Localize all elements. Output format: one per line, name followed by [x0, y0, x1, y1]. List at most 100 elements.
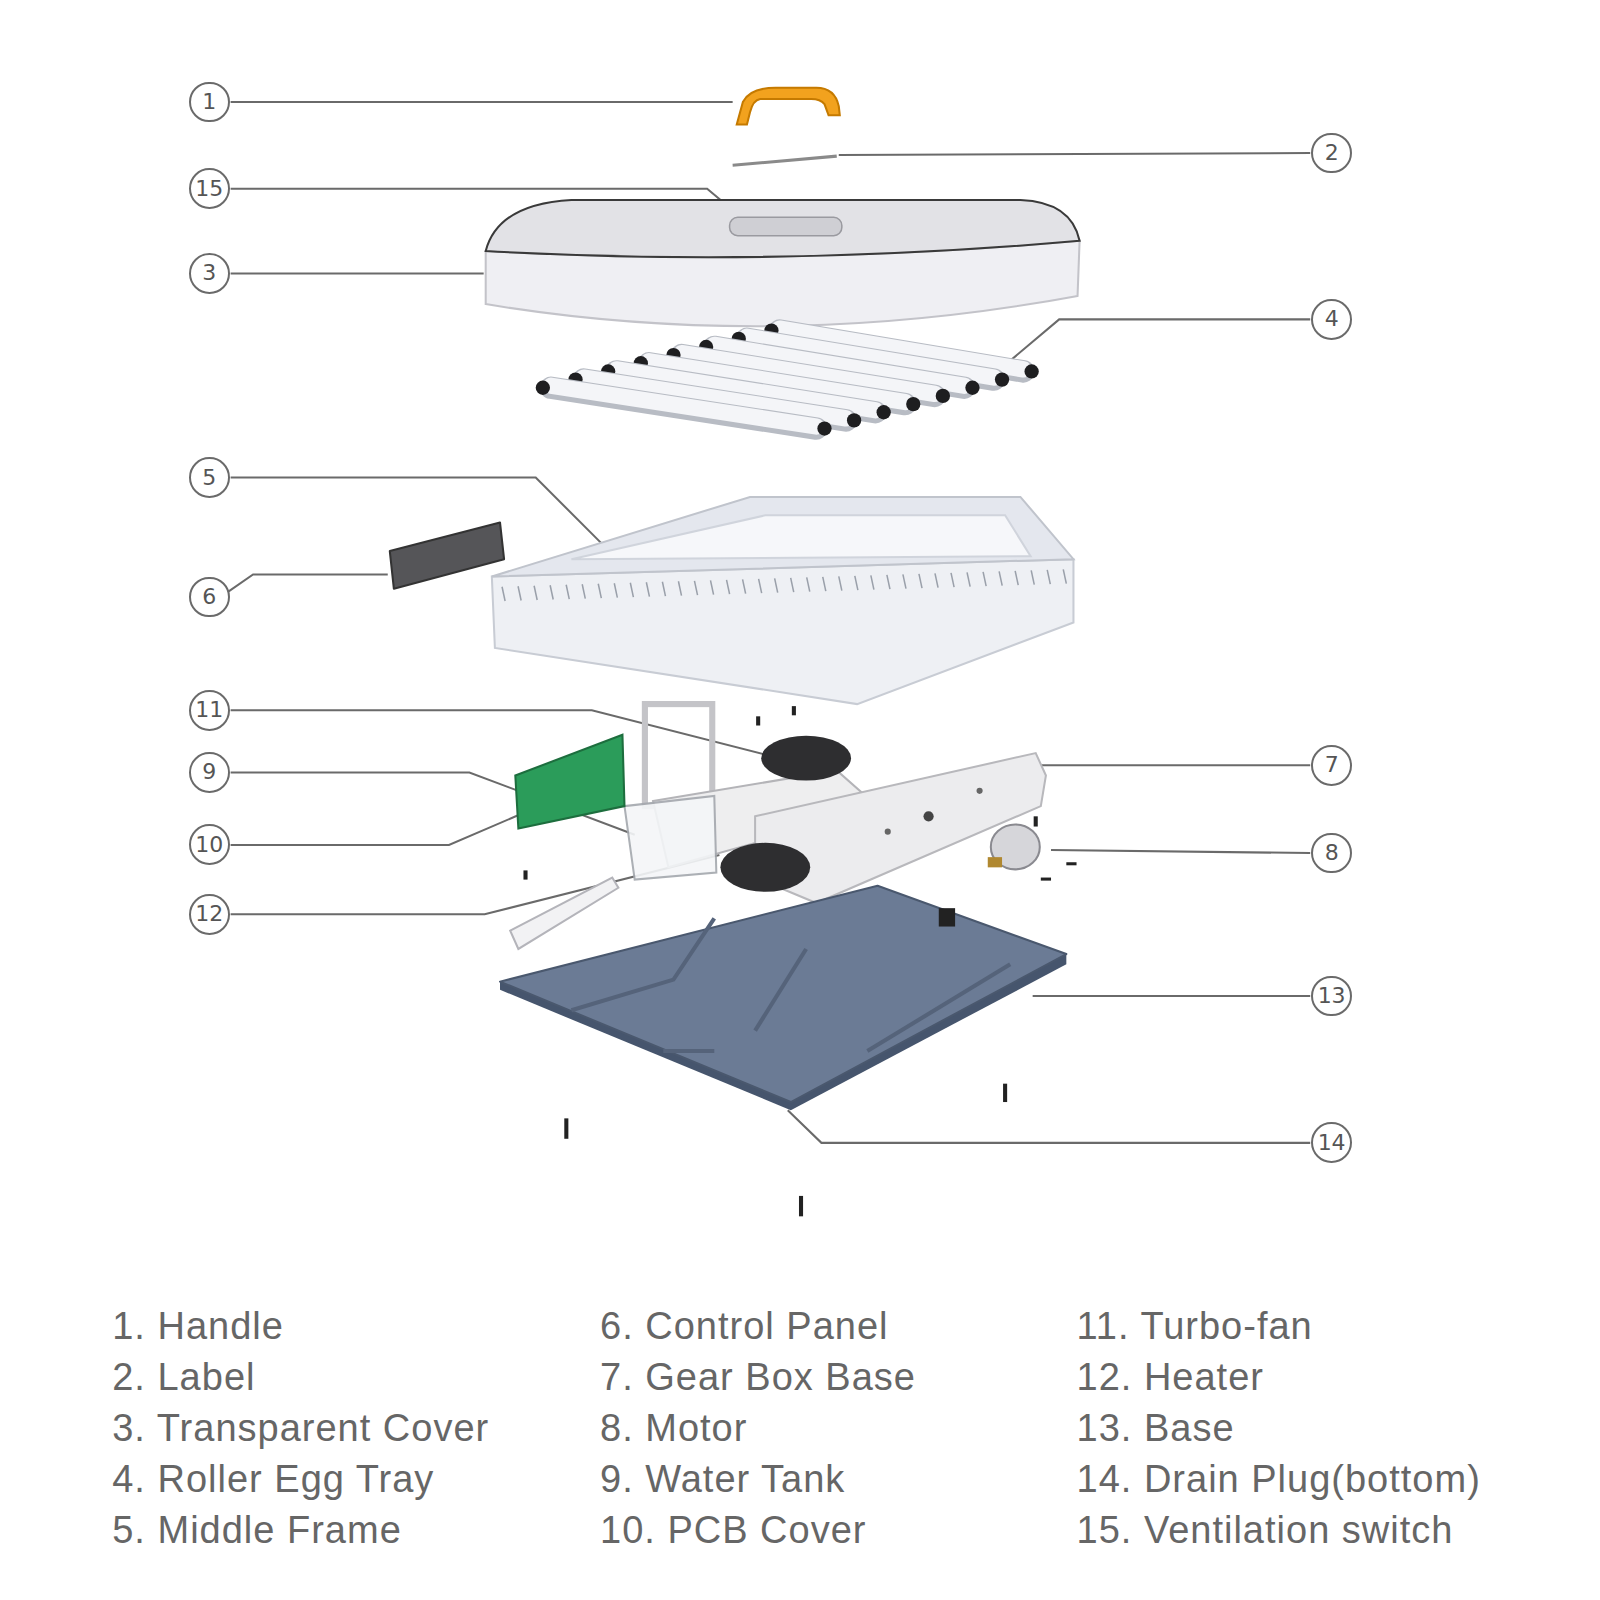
screws [523, 706, 1076, 1216]
roller-cap [965, 381, 979, 395]
part-name: 9. Water Tank [600, 1458, 845, 1502]
vent-slot [662, 582, 665, 596]
vent-slot [775, 578, 778, 592]
vent-slot [919, 574, 922, 588]
callout-number: 9 [202, 761, 216, 783]
roller-cap [936, 389, 950, 403]
vent-slot [791, 578, 794, 592]
part-name: 13. Base [1077, 1407, 1235, 1451]
callout-number: 11 [195, 699, 223, 721]
vent-slot [855, 576, 858, 590]
roller-body [551, 386, 816, 427]
vent-slot [1015, 571, 1018, 585]
callout-circle: 11 [189, 690, 230, 731]
vent-slot [1063, 569, 1066, 583]
vent-slot [903, 574, 906, 588]
roller-cap [995, 372, 1009, 386]
callout-number: 7 [1325, 754, 1339, 776]
vent-slot [743, 579, 746, 593]
callout-circle: 1 [189, 82, 230, 123]
vent-slot [582, 584, 585, 598]
control-panel [390, 522, 504, 588]
vent-slot [759, 579, 762, 593]
vent-slot [1047, 570, 1050, 584]
vent-slot [951, 573, 954, 587]
callout-number: 14 [1318, 1132, 1346, 1154]
callout-circle: 12 [189, 894, 230, 935]
handle [737, 88, 840, 125]
callout-circle: 15 [189, 168, 230, 209]
callout-circle: 8 [1311, 833, 1352, 874]
vent-slot [999, 571, 1002, 585]
callout-circle: 3 [189, 253, 230, 294]
callout-circle: 2 [1311, 133, 1352, 174]
vent-slot [598, 584, 601, 598]
callout-number: 3 [202, 262, 216, 284]
part-name: 14. Drain Plug(bottom) [1077, 1458, 1481, 1502]
leader-line [1033, 995, 1311, 997]
vent-slot [550, 585, 553, 599]
part-name: 6. Control Panel [600, 1305, 889, 1349]
leader-line [839, 153, 1310, 155]
callout-number: 12 [195, 903, 223, 925]
callout-circle: 14 [1311, 1122, 1352, 1163]
vent-slot [630, 583, 633, 597]
vent-slot [710, 580, 713, 594]
part-name: 12. Heater [1077, 1356, 1264, 1400]
vent-slot [502, 587, 505, 601]
part-name: 8. Motor [600, 1407, 747, 1451]
base [500, 886, 1066, 1110]
part-name: 4. Roller Egg Tray [112, 1458, 434, 1502]
roller-egg-tray [536, 323, 1039, 435]
leader-line [231, 272, 484, 274]
callout-circle: 7 [1311, 745, 1352, 786]
transparent-cover [486, 200, 1080, 326]
part-name: 7. Gear Box Base [600, 1356, 916, 1400]
callout-number: 4 [1325, 308, 1339, 330]
vent-slot [823, 577, 826, 591]
vent-slot [727, 580, 730, 594]
callout-number: 5 [202, 467, 216, 489]
leader-line [1051, 850, 1310, 853]
middle-frame [492, 497, 1074, 704]
callout-circle: 13 [1311, 976, 1352, 1017]
vent-slot [935, 573, 938, 587]
leader-line [231, 101, 733, 103]
callout-circle: 5 [189, 457, 230, 498]
callout-number: 6 [202, 586, 216, 608]
vent-slot [694, 581, 697, 595]
vent-slot [1031, 570, 1034, 584]
vent-slot [566, 585, 569, 599]
callout-number: 10 [195, 834, 223, 856]
vent-slot [614, 583, 617, 597]
leader-line [988, 319, 1310, 379]
leader-line [231, 814, 521, 845]
callout-circle: 6 [189, 577, 230, 618]
roller-cap [1024, 364, 1038, 378]
vent-slot [518, 586, 521, 600]
vent-slot [839, 576, 842, 590]
leader-line [227, 574, 388, 592]
vent-slot [887, 575, 890, 589]
part-name: 1. Handle [112, 1305, 284, 1349]
roller-cap [906, 397, 920, 411]
part-name: 11. Turbo-fan [1077, 1305, 1313, 1349]
callout-number: 2 [1325, 142, 1339, 164]
vent-slot [871, 575, 874, 589]
leader-lines [227, 102, 1311, 1143]
leader-line [788, 1110, 1310, 1143]
part-name: 5. Middle Frame [112, 1509, 402, 1553]
callout-circle: 4 [1311, 299, 1352, 340]
roller-cap [877, 405, 891, 419]
vent-slot [807, 577, 810, 591]
label-strip [733, 156, 837, 165]
roller-cap [817, 421, 831, 435]
callout-number: 13 [1318, 985, 1346, 1007]
callout-circle: 9 [189, 752, 230, 793]
leader-line [231, 710, 776, 757]
vent-slot [534, 586, 537, 600]
part-name: 15. Ventilation switch [1077, 1509, 1454, 1553]
part-name: 2. Label [112, 1356, 255, 1400]
part-name: 10. PCB Cover [600, 1509, 866, 1553]
